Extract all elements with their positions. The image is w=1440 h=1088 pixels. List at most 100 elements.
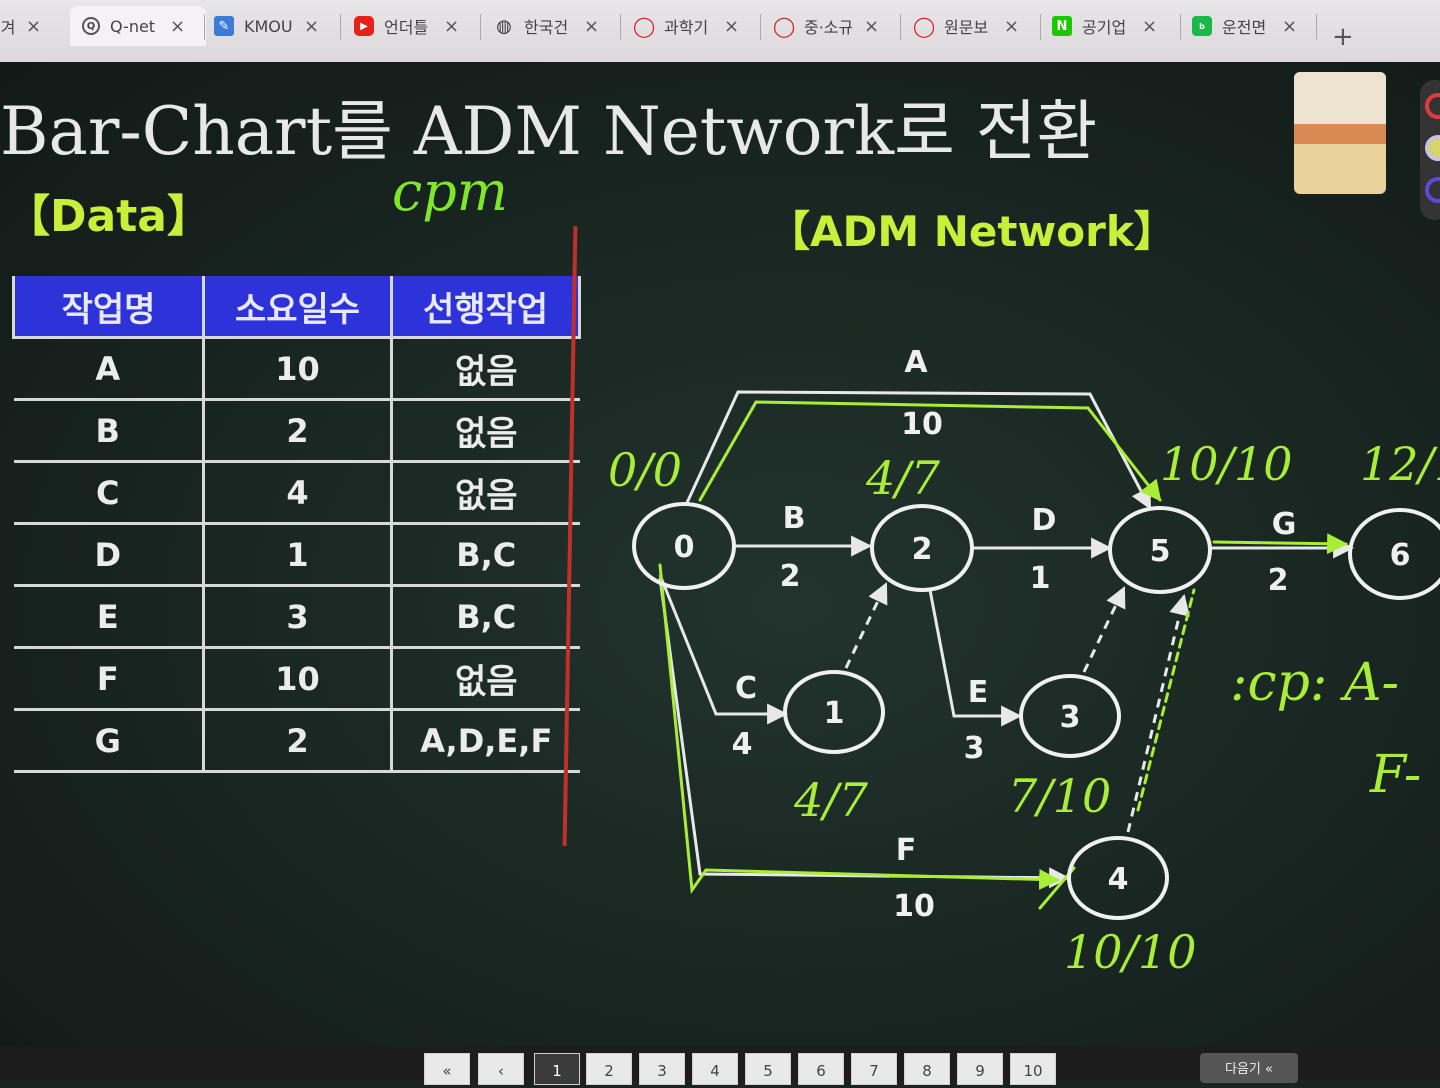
critical-path-dummy — [1136, 588, 1196, 812]
tab-label: 언더틀 — [384, 18, 429, 37]
cell-duration: 1 — [202, 523, 392, 587]
table-row: G 2 A,D,E,F — [13, 709, 580, 773]
cell-activity: C — [13, 461, 204, 525]
activity-c-name: C — [735, 671, 757, 706]
page-button-8[interactable]: 8 — [904, 1053, 950, 1085]
tab-label: 운전면 — [1222, 18, 1267, 37]
header-predecessor: 선행작업 — [390, 276, 581, 339]
page-button-6[interactable]: 6 — [798, 1053, 844, 1085]
first-page-button[interactable]: « — [424, 1053, 470, 1085]
arrow-c — [658, 574, 789, 725]
tab-qnet[interactable]: Q Q-net × — [70, 6, 206, 46]
tab-korea-construction[interactable]: ◍ 한국건 × — [494, 6, 612, 46]
cell-predecessor: B,C — [390, 585, 580, 649]
activity-f-duration: 10 — [893, 889, 935, 924]
critical-path-a — [698, 400, 1162, 502]
handwritten-time-node6: 12/12 — [1360, 437, 1440, 491]
close-icon[interactable]: × — [444, 15, 460, 37]
close-icon[interactable]: × — [1142, 15, 1158, 37]
tab-bookmarks[interactable]: 즐겨 × — [0, 6, 62, 46]
network-heading: 【ADM Network】 — [768, 207, 1176, 256]
cell-duration: 2 — [202, 399, 392, 463]
page-button-1[interactable]: 1 — [534, 1053, 580, 1085]
circle-icon: ◯ — [914, 14, 936, 38]
page-button-7[interactable]: 7 — [851, 1053, 897, 1085]
activity-b-duration: 2 — [780, 559, 801, 594]
cell-predecessor: 없음 — [390, 461, 580, 525]
close-icon[interactable]: × — [304, 15, 320, 37]
handwritten-time-node3: 7/10 — [1008, 769, 1111, 823]
prev-page-button[interactable]: ‹ — [478, 1053, 524, 1085]
activity-d-duration: 1 — [1030, 561, 1051, 596]
node-label-5: 5 — [1150, 534, 1171, 569]
tab-label: 즐겨 — [0, 18, 14, 37]
close-icon[interactable]: × — [1282, 15, 1298, 37]
node-2 — [870, 504, 974, 592]
table-header-row: 작업명 소요일수 선행작업 — [12, 276, 581, 339]
arrow-f — [658, 577, 1071, 889]
node-label-3: 3 — [1060, 700, 1081, 735]
dummy-arrow-4-5 — [1126, 593, 1190, 833]
sticky-note-widget[interactable] — [1294, 72, 1386, 194]
new-tab-button[interactable]: + — [1332, 22, 1354, 52]
close-icon[interactable]: × — [584, 15, 600, 37]
tab-kmou[interactable]: ✎ KMOU × — [214, 6, 332, 46]
close-icon[interactable]: × — [1004, 15, 1020, 37]
page-button-4[interactable]: 4 — [692, 1053, 738, 1085]
node-6 — [1348, 508, 1440, 600]
cell-activity: D — [13, 523, 204, 587]
node-label-0: 0 — [674, 530, 695, 565]
red-pen-icon — [1425, 93, 1440, 119]
tab-public-company[interactable]: N 공기업 × — [1052, 6, 1170, 46]
page-button-3[interactable]: 3 — [639, 1053, 685, 1085]
youtube-icon: ▶ — [354, 16, 374, 36]
handwritten-time-node0: 0/0 — [608, 443, 682, 497]
tab-youtube[interactable]: ▶ 언더틀 × — [354, 6, 472, 46]
cell-activity: B — [13, 399, 204, 463]
side-toolbar[interactable] — [1420, 80, 1440, 220]
node-label-4: 4 — [1108, 862, 1129, 897]
tab-label: 공기업 — [1082, 18, 1127, 37]
page-button-5[interactable]: 5 — [745, 1053, 791, 1085]
page-button-10[interactable]: 10 — [1010, 1053, 1056, 1085]
browser-tab-bar: 즐겨 × Q Q-net × ✎ KMOU × ▶ 언더틀 × ◍ 한국건 × … — [0, 0, 1440, 63]
close-icon[interactable]: × — [170, 15, 186, 37]
close-icon[interactable]: × — [724, 15, 740, 37]
node-3 — [1019, 674, 1121, 758]
notepad-icon: ✎ — [214, 16, 234, 36]
tab-sme[interactable]: ◯ 중·소규 × — [774, 6, 892, 46]
node-label-2: 2 — [912, 532, 933, 567]
page-button-2[interactable]: 2 — [586, 1053, 632, 1085]
next-section-button[interactable]: 다음기 « — [1200, 1053, 1298, 1083]
cell-activity: G — [13, 709, 204, 773]
node-1 — [783, 670, 885, 754]
activity-e-duration: 3 — [964, 731, 985, 766]
node-label-6: 6 — [1390, 538, 1411, 573]
close-icon[interactable]: × — [864, 15, 880, 37]
yellow-pen-icon — [1425, 135, 1440, 161]
cell-activity: E — [13, 585, 204, 649]
tab-original[interactable]: ◯ 원문보 × — [914, 6, 1032, 46]
cell-predecessor: 없음 — [390, 337, 580, 401]
activity-e-name: E — [968, 675, 989, 710]
tab-label: 과학기 — [664, 18, 709, 37]
tab-science[interactable]: ◯ 과학기 × — [634, 6, 752, 46]
cell-predecessor: 없음 — [390, 647, 580, 711]
cell-predecessor: 없음 — [390, 399, 580, 463]
tab-license[interactable]: b 운전면 × — [1192, 6, 1310, 46]
activity-table: 작업명 소요일수 선행작업 A 10 없음 B 2 없음 C 4 없음 D 1 … — [12, 276, 581, 773]
cell-predecessor: A,D,E,F — [390, 709, 580, 773]
slide-title: Bar-Chart를 ADM Network로 전환 — [0, 93, 1098, 170]
table-row: C 4 없음 — [13, 461, 580, 525]
slide-pager: « ‹ 1 2 3 4 5 6 7 8 9 10 다음기 « — [0, 1047, 1440, 1085]
circle-icon: ◯ — [774, 14, 796, 38]
cell-activity: F — [13, 647, 204, 711]
activity-g-name: G — [1272, 507, 1297, 542]
handwritten-time-node5: 10/10 — [1160, 437, 1293, 491]
header-duration: 소요일수 — [202, 276, 393, 339]
activity-f-name: F — [896, 833, 917, 868]
page-button-9[interactable]: 9 — [957, 1053, 1003, 1085]
header-activity-name: 작업명 — [12, 276, 205, 339]
close-icon[interactable]: × — [26, 15, 42, 37]
